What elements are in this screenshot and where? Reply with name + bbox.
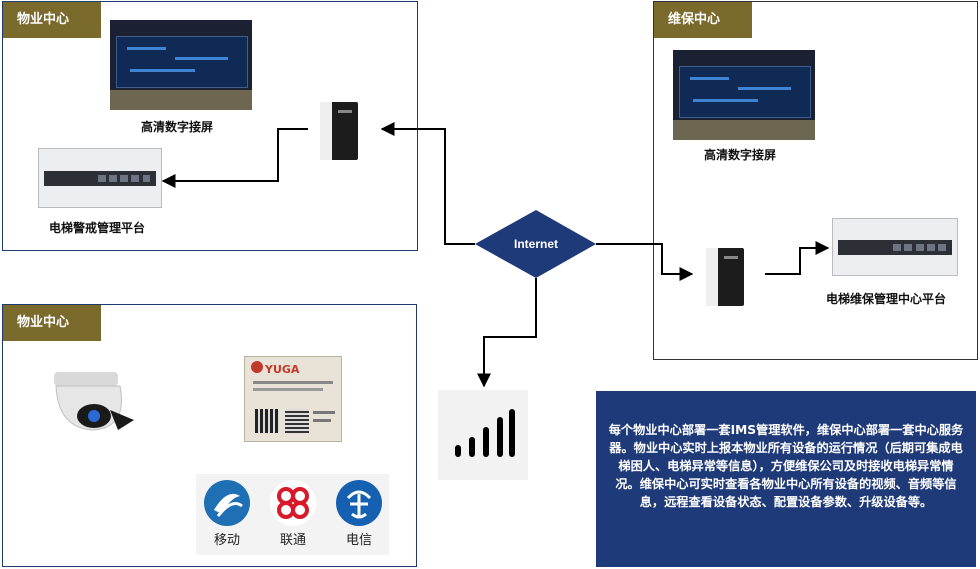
qr-code-icon [255, 409, 279, 433]
china-telecom-logo-icon [336, 480, 382, 526]
cellular-signal-icon [455, 409, 515, 457]
china-mobile-logo-icon [204, 480, 250, 526]
connector-internet-to-tower [380, 122, 475, 245]
4g-module-image: YUGA [244, 356, 342, 442]
connector-tower-to-rack [161, 128, 308, 188]
connector-right-tower-to-rack [765, 241, 830, 275]
carrier-name: 联通 [279, 533, 306, 548]
platform-label: 电梯维保管理中心平台 [826, 292, 947, 306]
china-unicom-logo-icon [270, 480, 316, 526]
server-tower-icon [704, 248, 746, 306]
carrier-unicom: 联通 [268, 480, 318, 548]
panel-tag: 物业中心 [3, 2, 101, 38]
internet-label: Internet [514, 237, 558, 251]
dome-camera-icon [54, 372, 134, 431]
platform-label: 电梯警戒管理平台 [49, 221, 146, 235]
server-rack-image [38, 148, 162, 208]
display-wall-label: 高清数字接屏 [141, 120, 214, 134]
carrier-telecom: 电信 [334, 480, 384, 548]
signal-card [438, 390, 528, 480]
module-brand: YUGA [265, 363, 300, 376]
carrier-name: 移动 [213, 533, 240, 548]
description-box: 每个物业中心部署一套IMS管理软件，维保中心部署一套中心服务器。物业中心实时上报… [596, 391, 976, 567]
carrier-logos-card: 移动 联通 电信 [196, 474, 389, 555]
internet-diamond [475, 210, 596, 278]
connector-internet-to-signal [477, 278, 537, 388]
display-wall-label: 高清数字接屏 [704, 148, 777, 162]
server-tower-icon [318, 102, 360, 160]
carrier-name: 电信 [345, 533, 372, 548]
panel-tag: 维保中心 [654, 2, 752, 38]
server-rack-image [832, 218, 958, 276]
display-wall-image [110, 20, 252, 110]
connector-internet-to-right-tower [596, 243, 694, 281]
display-wall-image [673, 50, 815, 140]
carrier-mobile: 移动 [202, 480, 252, 548]
panel-tag: 物业中心 [3, 305, 101, 341]
